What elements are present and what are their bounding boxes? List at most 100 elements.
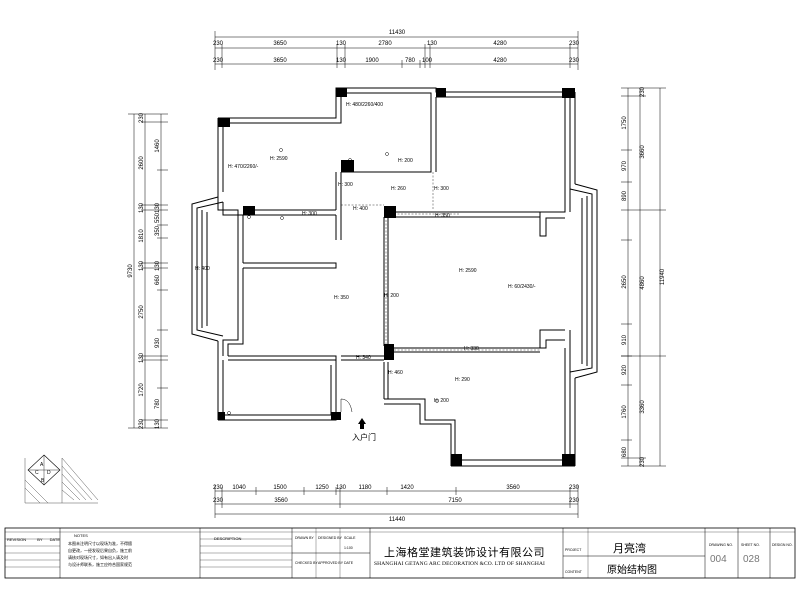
beam-lines (341, 171, 540, 351)
bottom-dim: 1500 (273, 485, 287, 491)
bottom-dim: 230 (569, 485, 580, 491)
left-dim: 350 (155, 225, 161, 236)
left-dim: 130 (155, 418, 161, 429)
bottom-dim: 230 (569, 498, 580, 504)
revision-label: REVISION (7, 537, 27, 542)
height-label: H: 400 (353, 206, 368, 212)
top-dim: 3650 (273, 41, 287, 47)
sheet-no: 028 (743, 554, 760, 565)
content-name: 原始结构图 (607, 565, 657, 576)
top-dim: 130 (427, 41, 438, 47)
top-dim: 3650 (273, 58, 287, 64)
project-label: PROJECT (565, 548, 582, 552)
height-label: H: 300 (434, 186, 449, 192)
height-label: H: 400 (195, 266, 210, 272)
left-dim: 780 (155, 398, 161, 409)
right-dim: 890 (622, 190, 628, 201)
height-label: H: 200 (434, 398, 449, 404)
right-dim: 230 (640, 456, 646, 467)
top-dim: 4280 (493, 41, 507, 47)
top-dim: 100 (422, 58, 433, 64)
right-dim: 970 (622, 160, 628, 171)
top-dimensions (214, 31, 579, 70)
left-dim: 930 (155, 337, 161, 348)
bottom-dim: 230 (213, 485, 224, 491)
right-dim: 680 (622, 446, 628, 457)
height-label: H: 200 (398, 158, 413, 164)
entry-arrow-icon (358, 418, 366, 429)
title-block (4, 527, 796, 579)
height-label: H: 480/2260/400 (346, 102, 383, 108)
height-label: H: 290 (455, 377, 470, 383)
top-dim: 130 (336, 41, 347, 47)
top-dim: 130 (336, 58, 347, 64)
bottom-dim: 130 (336, 485, 347, 491)
left-dim: 1810 (139, 229, 145, 243)
left-dim: 130 (139, 260, 145, 271)
bottom-dim: 3560 (274, 498, 288, 504)
height-label: H: 330 (464, 346, 479, 352)
approved-by-label: APPROVED BY (318, 561, 344, 565)
right-total-dim: 11940 (660, 268, 666, 285)
bottom-dim: 7150 (448, 498, 462, 504)
note-line: 请核对现场尺寸，如有出入请及时 (68, 555, 128, 560)
right-dim: 920 (622, 364, 628, 375)
right-dim: 3660 (640, 145, 646, 159)
drawing-no-label: DRAWING NO. (709, 543, 733, 547)
left-dim: 550 (155, 212, 161, 223)
description-header: DESCRIPTION (214, 536, 242, 541)
right-dim: 1760 (622, 405, 628, 419)
notes-title: NOTES (74, 533, 88, 538)
designed-by-label: DESIGNED BY (318, 536, 342, 540)
note-line: 自更改，一经发现后果自负，施工前 (68, 548, 132, 553)
drawn-by-label: DRAWN BY (295, 536, 314, 540)
sheet-no-label: SHEET NO. (741, 543, 760, 547)
checked-by-label: CHECKED BY (295, 561, 318, 565)
scale-label: SCALE (344, 536, 356, 540)
height-label: H: 460 (388, 370, 403, 376)
svg-text:B: B (41, 478, 45, 484)
left-dim: 1460 (155, 139, 161, 153)
right-dim: 4860 (640, 276, 646, 290)
height-label: H: 200 (384, 293, 399, 299)
bottom-dim: 3560 (506, 485, 520, 491)
right-dim: 1750 (622, 116, 628, 130)
svg-text:A: A (40, 462, 44, 468)
top-total-dim: 11430 (389, 30, 406, 36)
notes-body: 本图未注明尺寸以现场为准，不得擅 自更改，一经发现后果自负，施工前 请核对现场尺… (68, 540, 198, 568)
top-dim: 230 (213, 41, 224, 47)
note-line: 本图未注明尺寸以现场为准，不得擅 (68, 541, 132, 546)
height-label: H: 470/2260/- (228, 164, 259, 170)
company-name-en: SHANGHAI GETANG ARC DECORATION &CO. LTD … (374, 561, 545, 567)
content-label: CONTENT (565, 570, 582, 574)
entry-door-label: 入户门 (352, 432, 376, 442)
height-label: H: 300 (338, 182, 353, 188)
bottom-dimensions (214, 485, 579, 518)
height-label: H: 350 (435, 213, 450, 219)
top-dim: 1900 (365, 58, 379, 64)
project-name: 月亮湾 (613, 542, 646, 555)
left-dim: 130 (139, 202, 145, 213)
top-dim: 4280 (493, 58, 507, 64)
design-no-label: DESIGN NO. (772, 543, 793, 547)
right-dimensions (621, 87, 666, 467)
bottom-dim: 1040 (232, 485, 246, 491)
bottom-dim: 1250 (315, 485, 329, 491)
right-dim: 2650 (622, 275, 628, 289)
top-dim: 780 (405, 58, 416, 64)
top-dim: 230 (569, 58, 580, 64)
structural-columns (218, 88, 575, 466)
left-dim: 130 (155, 260, 161, 271)
top-dim: 230 (213, 58, 224, 64)
left-dimensions (128, 113, 168, 429)
left-dim: 130 (139, 352, 145, 363)
height-label: H: 340 (356, 355, 371, 361)
ceiling-fixtures (227, 148, 439, 415)
svg-text:C: C (35, 470, 39, 476)
compass-logo-icon: A C D B (24, 454, 99, 504)
left-dim: 1720 (139, 383, 145, 397)
date-label: DATE (49, 537, 61, 542)
top-dim: 230 (569, 41, 580, 47)
svg-text:D: D (47, 470, 51, 476)
